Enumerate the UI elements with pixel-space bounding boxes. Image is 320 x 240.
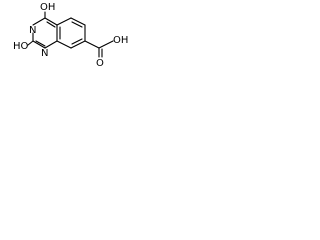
bond-c8-c8a bbox=[56, 40, 72, 49]
bond-c7-c8 bbox=[70, 40, 86, 49]
bond-c7-c8-double bbox=[71, 38, 83, 45]
bond-c7-cooh bbox=[84, 40, 100, 49]
bond-c4-n3 bbox=[32, 17, 46, 26]
label-carboxyl-oh: OH bbox=[113, 35, 128, 46]
label-oh-top: OH bbox=[40, 2, 55, 13]
bond-c2-n1-double bbox=[35, 40, 46, 47]
bond-c2-n1 bbox=[32, 40, 46, 49]
bond-cooh-oh bbox=[98, 40, 114, 49]
bond-c5-c6-double bbox=[71, 21, 83, 28]
bond-c4-c4a-double bbox=[46, 21, 56, 28]
label-carboxyl-o: O bbox=[96, 58, 104, 69]
bond-c4a-c5 bbox=[56, 17, 72, 26]
bond-c5-c6 bbox=[70, 17, 86, 26]
label-n-ring-lower: N bbox=[41, 48, 48, 59]
label-ho-left: HO bbox=[13, 41, 29, 52]
quinazoline-structure-diagram: OH N HO N O OH bbox=[13, 2, 128, 69]
bond-c2-ho bbox=[27, 40, 34, 46]
label-n-ring-upper: N bbox=[29, 25, 36, 36]
bond-n1-c8a bbox=[44, 40, 58, 49]
bond-c4-c4a bbox=[44, 17, 58, 26]
